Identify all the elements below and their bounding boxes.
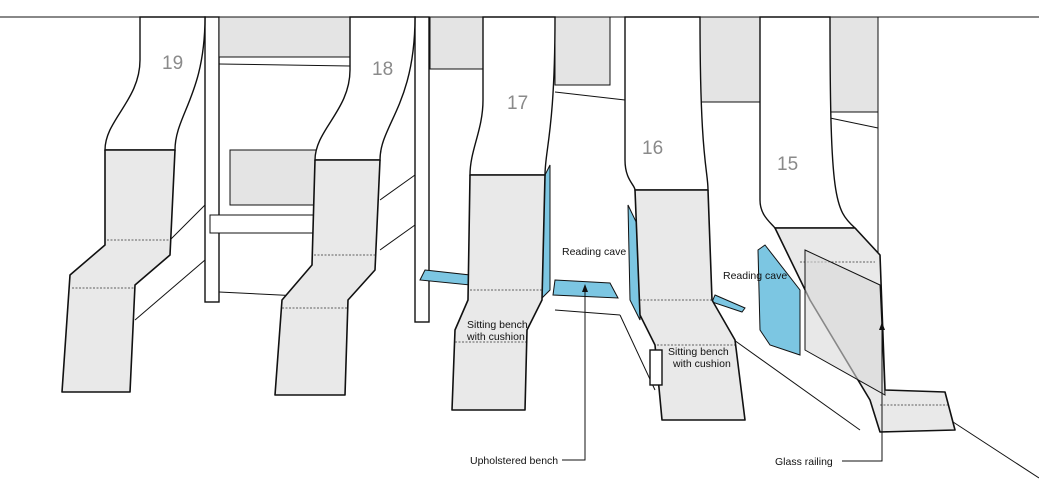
- slide-number-17: 17: [507, 93, 528, 114]
- label-glass-railing: Glass railing: [775, 456, 833, 468]
- label-reading-cave-2: Reading cave: [723, 270, 787, 282]
- leader-upholstered-bench: [562, 290, 586, 461]
- slide-number-16: 16: [642, 138, 663, 159]
- label-sitting-bench-1-line2: with cushion: [466, 331, 525, 343]
- slide-19: [61, 16, 206, 393]
- slide-number-15: 15: [777, 154, 798, 175]
- label-upholstered-bench: Upholstered bench: [470, 455, 558, 467]
- slide-number-18: 18: [372, 59, 393, 80]
- slide-number-19: 19: [162, 53, 183, 74]
- label-sitting-bench-1-line1: Sitting bench: [467, 319, 528, 331]
- slide-18: [274, 16, 416, 396]
- bench-cushion-16: [711, 294, 746, 313]
- label-sitting-bench-2-line1: Sitting bench: [668, 346, 729, 358]
- reading-cave-cushion-15: [757, 244, 801, 356]
- label-reading-cave-1: Reading cave: [562, 246, 626, 258]
- slide-16: [624, 16, 746, 421]
- glass-railing-panel: [804, 249, 886, 396]
- slide-17: [451, 16, 556, 411]
- leader-glass-railing: [842, 328, 883, 462]
- slide-15: [759, 16, 956, 433]
- arrow-icon: [582, 284, 588, 292]
- label-sitting-bench-2-line2: with cushion: [672, 358, 731, 370]
- background-structure: [134, 16, 1039, 479]
- arrow-icon: [879, 322, 885, 330]
